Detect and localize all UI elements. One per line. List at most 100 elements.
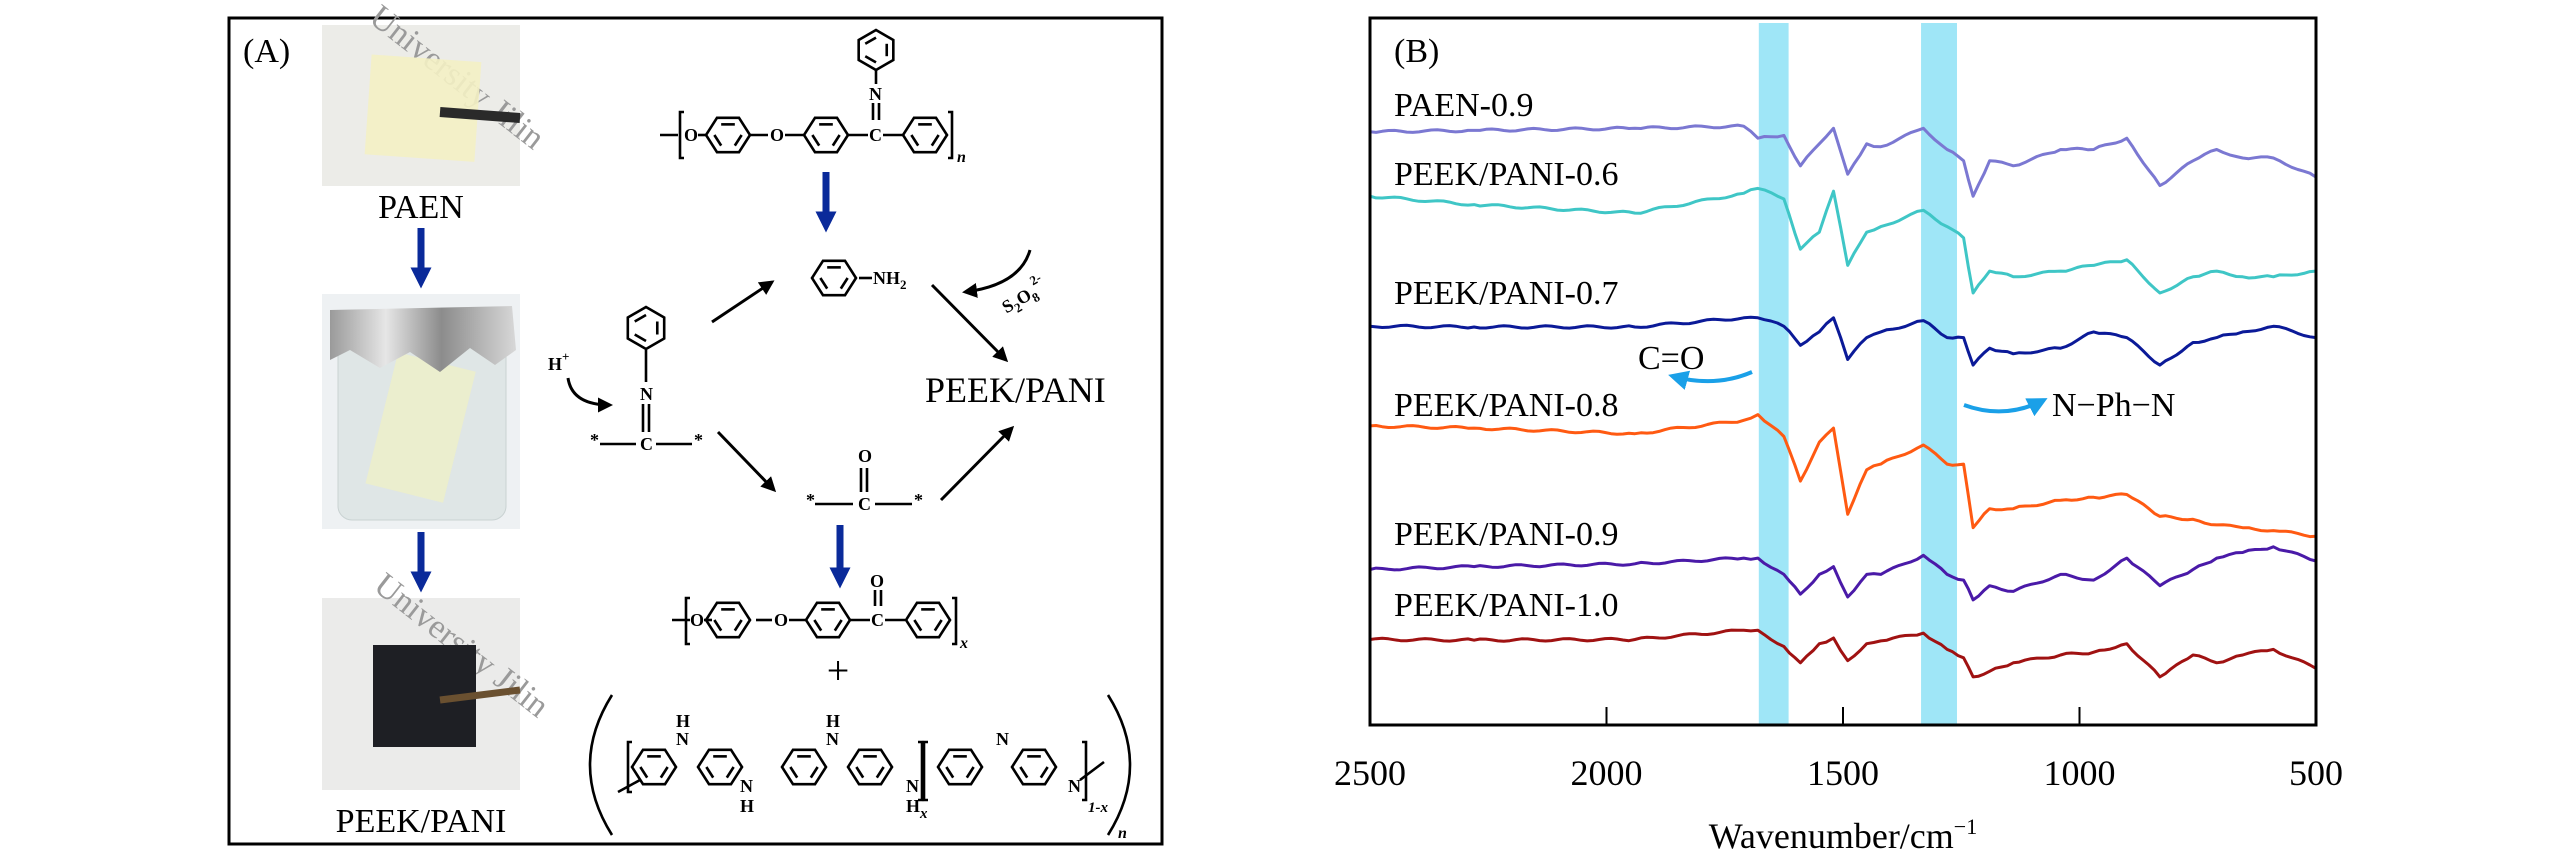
svg-text:C: C: [640, 434, 653, 454]
svg-text:1-x: 1-x: [1088, 800, 1108, 816]
panel-b-label: (B): [1394, 33, 1439, 70]
reaction-arrow-down: [716, 430, 777, 493]
benzene-ring-icon: [704, 601, 752, 639]
series-line-peek-pani-0-9: [1369, 545, 2317, 602]
svg-text:*: *: [694, 430, 703, 450]
benzene-ring-icon: [804, 601, 852, 639]
annotation-arrow: [1963, 398, 2048, 417]
svg-text:N: N: [640, 384, 653, 404]
x-tick-label: 500: [2289, 753, 2343, 793]
annotation-n-ph-n: N−Ph−N: [1963, 387, 2175, 424]
benzene-ring-icon: [630, 748, 678, 786]
svg-text:NH2: NH2: [873, 268, 907, 292]
photo-label-paen: PAEN: [378, 189, 464, 226]
benzene-ring-icon: [810, 259, 858, 297]
reaction-arrow-up: [711, 280, 775, 324]
svg-text:C: C: [858, 494, 871, 514]
highlight-band: [1921, 23, 1957, 725]
photo-peek-pani-film: University Jilin: [322, 566, 556, 790]
series-label: PEEK/PANI-1.0: [1394, 587, 1619, 624]
svg-text:O: O: [858, 446, 872, 466]
svg-text:N: N: [1068, 776, 1081, 796]
svg-text:x: x: [919, 806, 928, 822]
x-tick-label: 1500: [1807, 753, 1879, 793]
svg-text:N: N: [869, 84, 882, 104]
panel-a: (A) University Jilin PAEN University Jil…: [227, 0, 1164, 846]
oxidant-arrow: [962, 249, 1032, 298]
x-axis-label: Wavenumber/cm−1: [1709, 814, 1977, 856]
series-label: PEEK/PANI-0.9: [1394, 516, 1619, 553]
svg-text:N: N: [826, 729, 839, 749]
svg-text:N: N: [676, 729, 689, 749]
series-line-paen-0-9: [1369, 123, 2317, 198]
oxidant-label: S2O82-: [995, 270, 1052, 321]
svg-text:*: *: [914, 490, 923, 510]
reaction-scheme: O O C N n NH2 S2O82-: [548, 28, 1132, 842]
benzene-ring-icon: [802, 116, 850, 154]
svg-text:H+: H+: [548, 349, 569, 374]
svg-text:*: *: [806, 490, 815, 510]
svg-text:H: H: [740, 796, 754, 816]
annotation-arrow: [1668, 370, 1753, 390]
svg-text:*: *: [590, 430, 599, 450]
benzene-ring-icon: [846, 748, 894, 786]
annotation-label: N−Ph−N: [2052, 387, 2175, 424]
svg-text:N: N: [906, 776, 919, 796]
series-line-peek-pani-0-7: [1369, 315, 2317, 367]
x-tick-label: 2500: [1334, 753, 1406, 793]
svg-text:O: O: [690, 610, 704, 630]
svg-text:n: n: [1118, 825, 1127, 842]
photo-label-peek-pani: PEEK/PANI: [336, 803, 507, 840]
aniline-structure: NH2: [859, 268, 907, 292]
svg-text:x: x: [959, 635, 968, 652]
carbonyl-structure: O C * *: [806, 446, 923, 514]
series-label: PEEK/PANI-0.8: [1394, 387, 1619, 424]
svg-text:O: O: [684, 125, 698, 145]
series-line-peek-pani-0-6: [1369, 186, 2317, 295]
highlight-band: [1758, 23, 1789, 725]
svg-text:N: N: [740, 776, 753, 796]
benzene-ring-icon: [857, 28, 895, 72]
photo-beaker: [322, 294, 520, 529]
imine-structure: H+ N C * *: [548, 349, 703, 454]
series-label: PEEK/PANI-0.6: [1394, 156, 1619, 193]
series-label: PEEK/PANI-0.7: [1394, 275, 1619, 312]
panel-a-frame: [227, 16, 1164, 846]
annotation-label: C=O: [1638, 340, 1704, 377]
svg-text:O: O: [770, 125, 784, 145]
svg-text:N: N: [996, 729, 1009, 749]
svg-text:C: C: [871, 610, 884, 630]
svg-text:O: O: [774, 610, 788, 630]
series-line-peek-pani-0-8: [1369, 413, 2317, 539]
photo-paen-film: University Jilin: [322, 0, 551, 186]
product-label: PEEK/PANI: [925, 370, 1106, 410]
benzene-ring-icon: [901, 116, 949, 154]
benzene-ring-icon: [780, 748, 828, 786]
ftir-chart: (B) PAEN-0.9PEEK/PANI-0.6PEEK/PANI-0.7PE…: [1334, 16, 2343, 856]
svg-text:H: H: [826, 711, 840, 731]
x-tick-label: 2000: [1571, 753, 1643, 793]
svg-text:H: H: [906, 796, 920, 816]
svg-text:H: H: [676, 711, 690, 731]
benzene-ring-icon: [696, 748, 744, 786]
svg-text:C: C: [869, 125, 882, 145]
plot-frame: [1368, 16, 2318, 727]
benzene-ring-icon: [936, 748, 984, 786]
paen-structure: O O C N n: [660, 70, 966, 166]
pani-structure: n NH NH NH NH x N N 1-x: [588, 694, 1132, 842]
panel-a-label: (A): [243, 33, 290, 70]
plus-sign: +: [827, 648, 850, 693]
svg-text:O: O: [870, 571, 884, 591]
series-line-peek-pani-1-0: [1369, 628, 2317, 679]
peek-structure: O O C O x: [672, 571, 968, 652]
benzene-ring-icon: [626, 305, 666, 351]
benzene-ring-icon: [704, 116, 752, 154]
benzene-ring-icon: [904, 601, 952, 639]
series-label: PAEN-0.9: [1394, 87, 1534, 124]
x-tick-label: 1000: [2044, 753, 2116, 793]
benzene-ring-icon: [1010, 748, 1058, 786]
reaction-arrow-product: [939, 425, 1015, 502]
reaction-arrow-aniline: [930, 283, 1009, 363]
annotation-carbonyl: C=O: [1638, 340, 1753, 390]
